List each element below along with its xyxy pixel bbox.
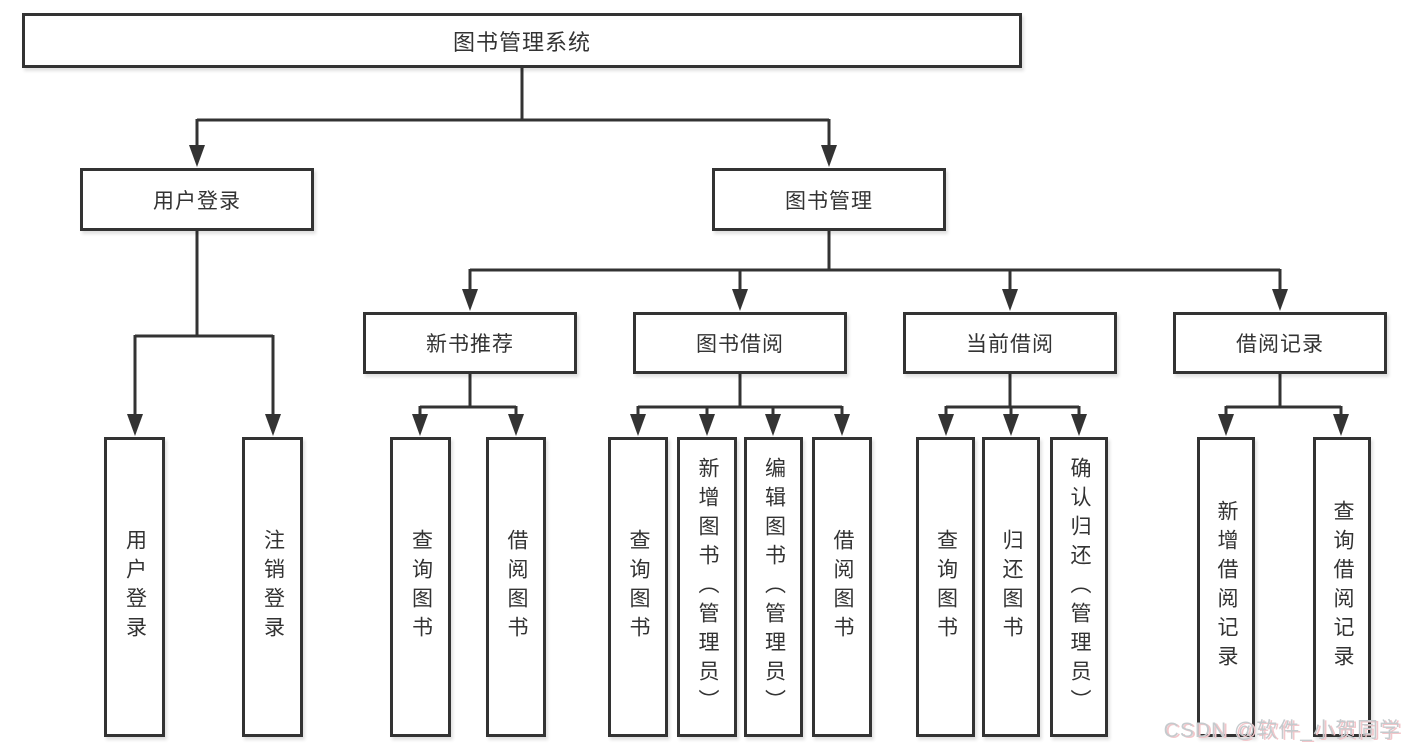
connector-login-to-leaves xyxy=(133,231,275,420)
node-current-borrowing: 当前借阅 xyxy=(903,312,1117,374)
leaf-label: 新增借阅记录 xyxy=(1215,500,1238,674)
leaf-label: 归还图书 xyxy=(1000,529,1023,645)
node-borrowing-records: 借阅记录 xyxy=(1173,312,1387,374)
leaf-user-login: 用户登录 xyxy=(104,437,165,737)
leaf-add-books-admin: 新增图书（管理员） xyxy=(677,437,737,737)
leaf-confirm-return-admin: 确认归还（管理员） xyxy=(1050,437,1108,737)
leaf-label: 确认归还（管理员） xyxy=(1068,456,1091,718)
leaf-label: 借阅图书 xyxy=(831,529,854,645)
leaf-label: 查询图书 xyxy=(409,529,433,645)
leaf-add-borrow-record: 新增借阅记录 xyxy=(1197,437,1255,737)
node-label: 图书管理系统 xyxy=(452,29,591,55)
leaf-label: 查询借阅记录 xyxy=(1331,500,1354,674)
csdn-watermark: CSDN @软件_小贺同学 xyxy=(1163,719,1401,742)
leaf-label: 新增图书（管理员） xyxy=(696,456,719,718)
leaf-query-books-recommend: 查询图书 xyxy=(390,437,451,737)
leaf-query-books-borrow: 查询图书 xyxy=(608,437,668,737)
connector-records-to-leaves xyxy=(1224,374,1343,421)
leaf-borrow-books-recommend: 借阅图书 xyxy=(486,437,546,737)
node-book-borrowing: 图书借阅 xyxy=(633,312,847,374)
leaf-borrow-books: 借阅图书 xyxy=(812,437,872,737)
connector-borrow-to-leaves xyxy=(636,374,844,421)
leaf-return-books: 归还图书 xyxy=(982,437,1040,737)
leaf-query-borrow-record: 查询借阅记录 xyxy=(1313,437,1371,737)
node-label: 图书借阅 xyxy=(696,333,784,356)
connector-current-to-leaves xyxy=(944,374,1081,421)
leaf-label: 查询图书 xyxy=(627,529,650,645)
node-new-book-recommendation: 新书推荐 xyxy=(363,312,577,374)
leaf-label: 查询图书 xyxy=(934,529,958,645)
node-library-management-system: 图书管理系统 xyxy=(22,13,1022,68)
connector-root-to-level2 xyxy=(195,68,831,150)
node-label: 新书推荐 xyxy=(426,333,514,356)
node-label: 借阅记录 xyxy=(1236,333,1324,356)
node-label: 图书管理 xyxy=(785,189,873,213)
leaf-label: 编辑图书（管理员） xyxy=(762,456,786,718)
leaf-label: 用户登录 xyxy=(123,529,147,645)
node-user-login: 用户登录 xyxy=(80,168,314,231)
node-label: 用户登录 xyxy=(153,189,241,213)
connector-newbook-to-leaves xyxy=(418,374,518,421)
leaf-logout: 注销登录 xyxy=(242,437,303,737)
leaf-edit-books-admin: 编辑图书（管理员） xyxy=(744,437,803,737)
node-label: 当前借阅 xyxy=(966,333,1054,356)
connector-bookmgmt-to-level3 xyxy=(468,231,1282,296)
node-book-management: 图书管理 xyxy=(712,168,946,231)
leaf-label: 注销登录 xyxy=(261,529,285,645)
leaf-label: 借阅图书 xyxy=(505,529,528,645)
leaf-query-books-current: 查询图书 xyxy=(916,437,975,737)
